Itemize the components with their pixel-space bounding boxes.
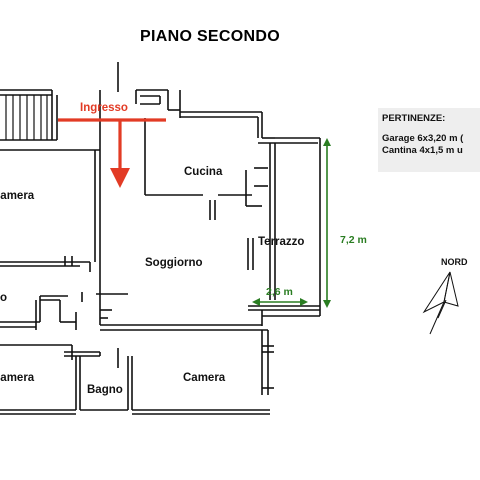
pertinenze-cantina: Cantina 4x1,5 m u (382, 145, 463, 156)
room-label-bagno: Bagno (87, 384, 123, 396)
entrance-arrow (58, 118, 166, 188)
terrace-height-label: 7,2 m (340, 234, 367, 246)
pertinenze-heading: PERTINENZE: (382, 113, 446, 124)
room-label-camera-top-left: Camera (0, 190, 35, 202)
terrace-walls (247, 137, 321, 326)
room-label-camera-bottom: Camera (183, 372, 226, 384)
pertinenze-panel: PERTINENZE: Garage 6x3,20 m ( Cantina 4x… (378, 108, 480, 172)
kitchen-walls (144, 111, 275, 220)
dimension-lines (252, 138, 331, 308)
room-label-cucina: Cucina (184, 166, 223, 178)
compass-label: NORD (441, 257, 468, 267)
pertinenze-garage: Garage 6x3,20 m ( (382, 133, 464, 144)
room-label-soggiorno: Soggiorno (145, 257, 203, 269)
corridor-walls (0, 256, 268, 331)
entrance-label: Ingresso (80, 102, 128, 114)
stairwell (0, 89, 101, 325)
compass-icon (422, 271, 459, 335)
room-label-camera-bottom-left: Camera (0, 372, 35, 384)
entrance-walls (117, 62, 181, 118)
plan-title: PIANO SECONDO (140, 28, 280, 45)
terrace-width-label: 2,6 m (266, 286, 293, 298)
room-label-partial-left: o (0, 292, 8, 304)
bottom-walls (0, 330, 274, 415)
room-label-terrazzo: Terrazzo (258, 236, 305, 248)
walls (0, 62, 321, 415)
